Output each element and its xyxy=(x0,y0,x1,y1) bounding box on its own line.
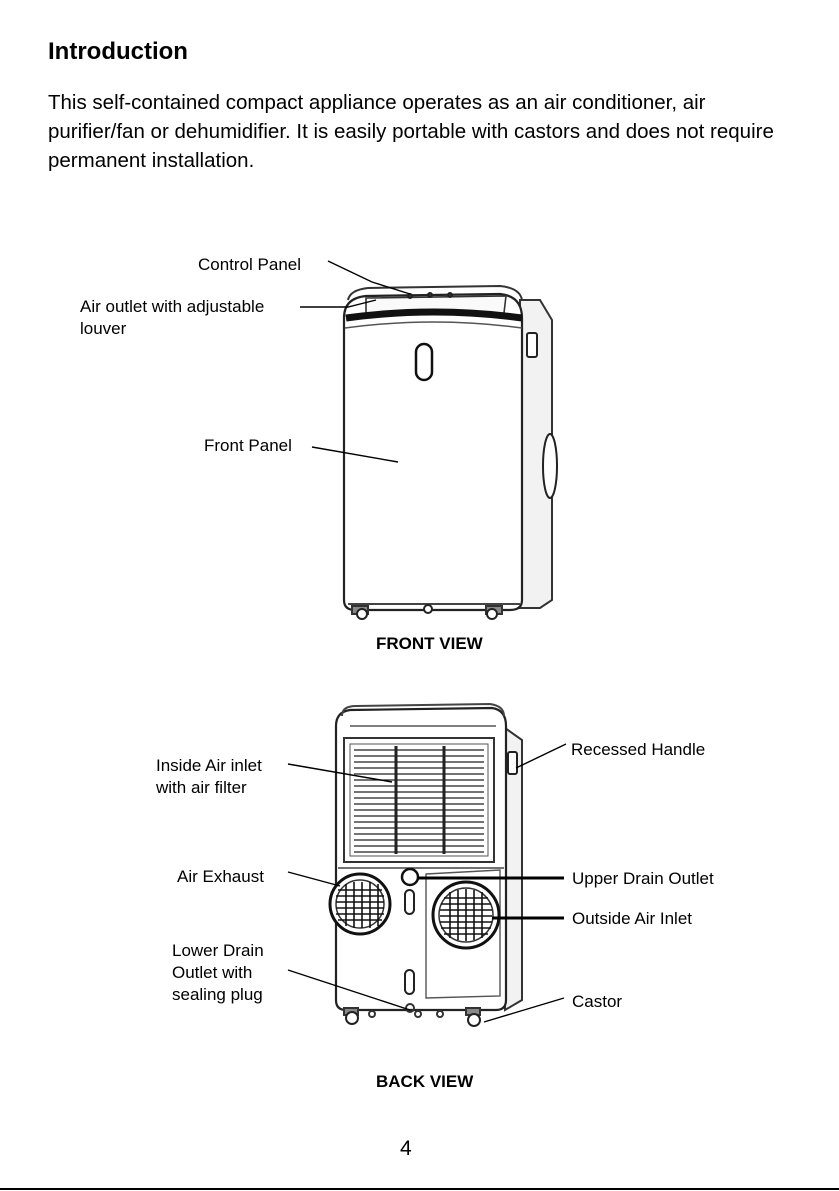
intro-paragraph: This self-contained compact appliance op… xyxy=(48,91,774,172)
air-exhaust-icon xyxy=(328,872,392,936)
label-control-panel: Control Panel xyxy=(198,255,302,274)
label-air-exhaust: Air Exhaust xyxy=(177,867,264,886)
back-view-illustration xyxy=(328,702,523,1027)
caption-back-view: BACK VIEW xyxy=(376,1072,474,1091)
side-handle-icon xyxy=(526,332,538,358)
front-view-leaders xyxy=(300,260,411,463)
label-inside-air-inlet: Inside Air inlet with air filter xyxy=(156,756,262,797)
label-castor: Castor xyxy=(572,992,623,1011)
label-lower-drain: Lower Drain Outlet with sealing plug xyxy=(172,941,264,1004)
outside-air-inlet-icon xyxy=(431,880,501,950)
page-bottom-rule xyxy=(0,1188,839,1190)
label-upper-drain: Upper Drain Outlet xyxy=(572,869,714,888)
page-heading: Introduction xyxy=(48,38,188,65)
front-view-illustration xyxy=(342,284,558,620)
caption-front-view: FRONT VIEW xyxy=(376,634,483,653)
label-front-panel: Front Panel xyxy=(204,436,292,455)
back-view-leaders xyxy=(287,743,567,1023)
castor-icon xyxy=(343,1007,481,1027)
filter-grid xyxy=(354,746,484,854)
label-air-outlet: Air outlet with adjustable louver xyxy=(80,297,265,338)
label-outside-air-inlet: Outside Air Inlet xyxy=(572,909,693,928)
recessed-handle-icon xyxy=(507,751,518,775)
label-recessed-handle: Recessed Handle xyxy=(571,740,706,759)
page-number: 4 xyxy=(400,1137,412,1160)
